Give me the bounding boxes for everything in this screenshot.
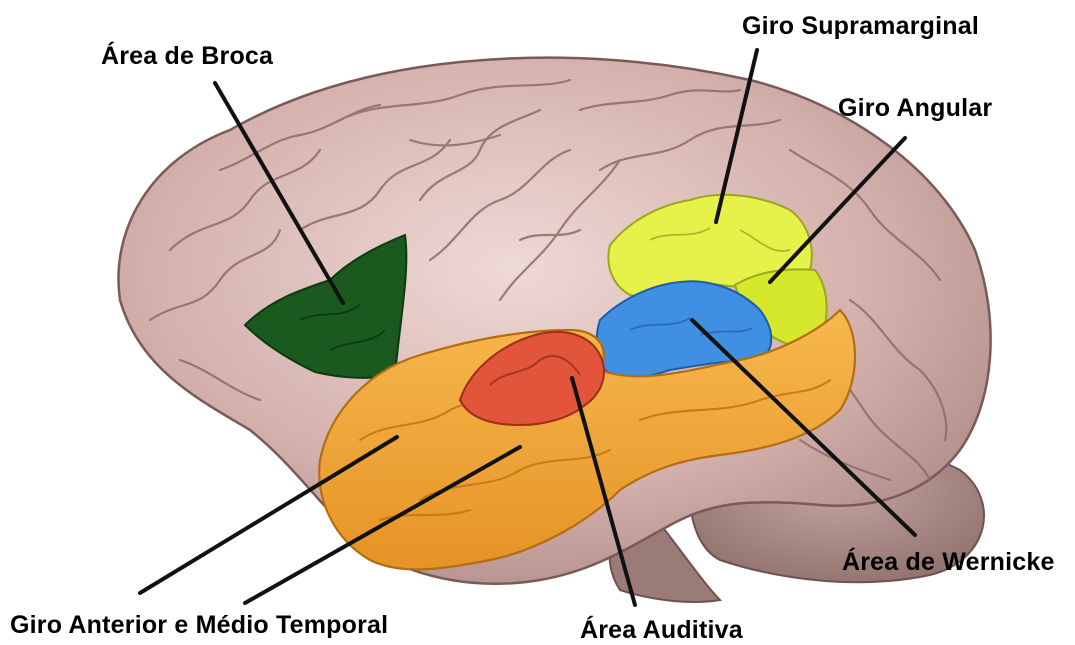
label-angular: Giro Angular xyxy=(838,96,992,121)
label-supramarginal: Giro Supramarginal xyxy=(742,14,979,39)
label-temporal: Giro Anterior e Médio Temporal xyxy=(10,613,388,638)
label-wernicke: Área de Wernicke xyxy=(842,550,1055,575)
label-auditiva: Área Auditiva xyxy=(580,618,743,643)
label-broca: Área de Broca xyxy=(101,44,273,69)
